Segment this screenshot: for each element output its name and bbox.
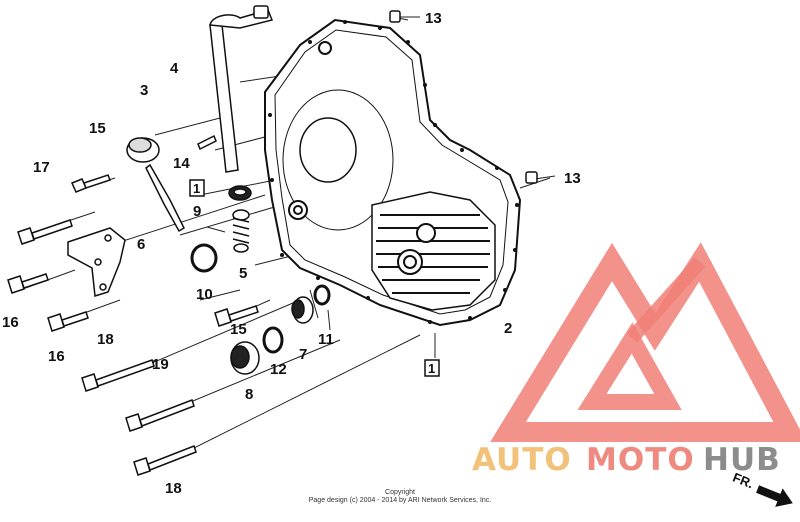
callout-labels: 13 4 3 15 17 14 9 13 6 5 10 16 16 15 11 … xyxy=(2,10,581,497)
dipstick xyxy=(126,137,185,233)
watermark-moto: MOTO xyxy=(586,442,695,478)
bolt-19 xyxy=(125,399,195,432)
boxed-label-upper: 1 xyxy=(189,179,205,197)
watermark-hub: HUB xyxy=(703,442,781,478)
callout-9: 9 xyxy=(193,203,201,220)
o-ring-11 xyxy=(313,284,331,306)
callout-7: 7 xyxy=(299,346,307,363)
callout-12: 12 xyxy=(270,361,287,378)
svg-text:1: 1 xyxy=(428,361,435,376)
callout-3: 3 xyxy=(140,82,148,99)
bolt-17 xyxy=(17,219,73,245)
callout-8: 8 xyxy=(245,386,253,403)
callout-5: 5 xyxy=(239,265,247,282)
crankcase-cover xyxy=(264,18,522,327)
callout-19: 19 xyxy=(152,356,169,373)
arrow-right-icon xyxy=(756,485,793,507)
cap-7 xyxy=(291,296,314,324)
callout-4: 4 xyxy=(170,60,179,77)
pin-14 xyxy=(197,134,217,151)
callout-6: 6 xyxy=(137,236,145,253)
watermark-logo xyxy=(490,242,800,442)
oil-seal-9 xyxy=(228,185,252,201)
direction-label: FR. xyxy=(731,470,756,492)
callout-16-left: 16 xyxy=(2,314,19,331)
callout-17: 17 xyxy=(33,159,50,176)
bracket-6 xyxy=(67,227,126,297)
callout-18-upper: 18 xyxy=(97,331,114,348)
callout-13-upper: 13 xyxy=(425,10,442,27)
o-ring-12 xyxy=(262,326,284,354)
bolt-15-lower xyxy=(214,305,259,327)
svg-text:1: 1 xyxy=(193,181,200,196)
copyright-line-1: Copyright xyxy=(385,489,415,496)
dowel-pin-right xyxy=(525,171,538,184)
watermark-text: AUTO MOTO HUB xyxy=(472,442,781,478)
boxed-label-lower: 1 xyxy=(424,359,440,377)
bolt-16-lower xyxy=(47,311,89,332)
callout-2: 2 xyxy=(504,320,512,337)
front-direction-indicator: FR. xyxy=(731,470,793,507)
copyright-notice: Copyright Page design (c) 2004 - 2014 by… xyxy=(309,489,492,504)
callout-16-lower: 16 xyxy=(48,348,65,365)
watermark-auto: AUTO xyxy=(472,442,572,478)
callout-15-lower: 15 xyxy=(230,321,247,338)
callout-15-upper: 15 xyxy=(89,120,106,137)
dowel-pin-upper xyxy=(389,10,401,23)
bolt-16-upper xyxy=(7,273,49,294)
callout-18-lower: 18 xyxy=(165,480,182,497)
callout-14: 14 xyxy=(173,155,190,172)
oil-gauge-tube xyxy=(209,5,274,173)
copyright-line-2: Page design (c) 2004 - 2014 by ARI Netwo… xyxy=(309,497,492,504)
callout-13-right: 13 xyxy=(564,170,581,187)
cap-8 xyxy=(230,341,260,375)
o-ring-10 xyxy=(190,243,218,273)
bolt-18-upper xyxy=(81,359,155,392)
bolt-15-upper xyxy=(70,174,111,193)
spring-5 xyxy=(232,209,250,253)
callout-11: 11 xyxy=(318,331,334,348)
callout-10: 10 xyxy=(196,286,213,303)
bolt-18-lower xyxy=(133,445,197,476)
